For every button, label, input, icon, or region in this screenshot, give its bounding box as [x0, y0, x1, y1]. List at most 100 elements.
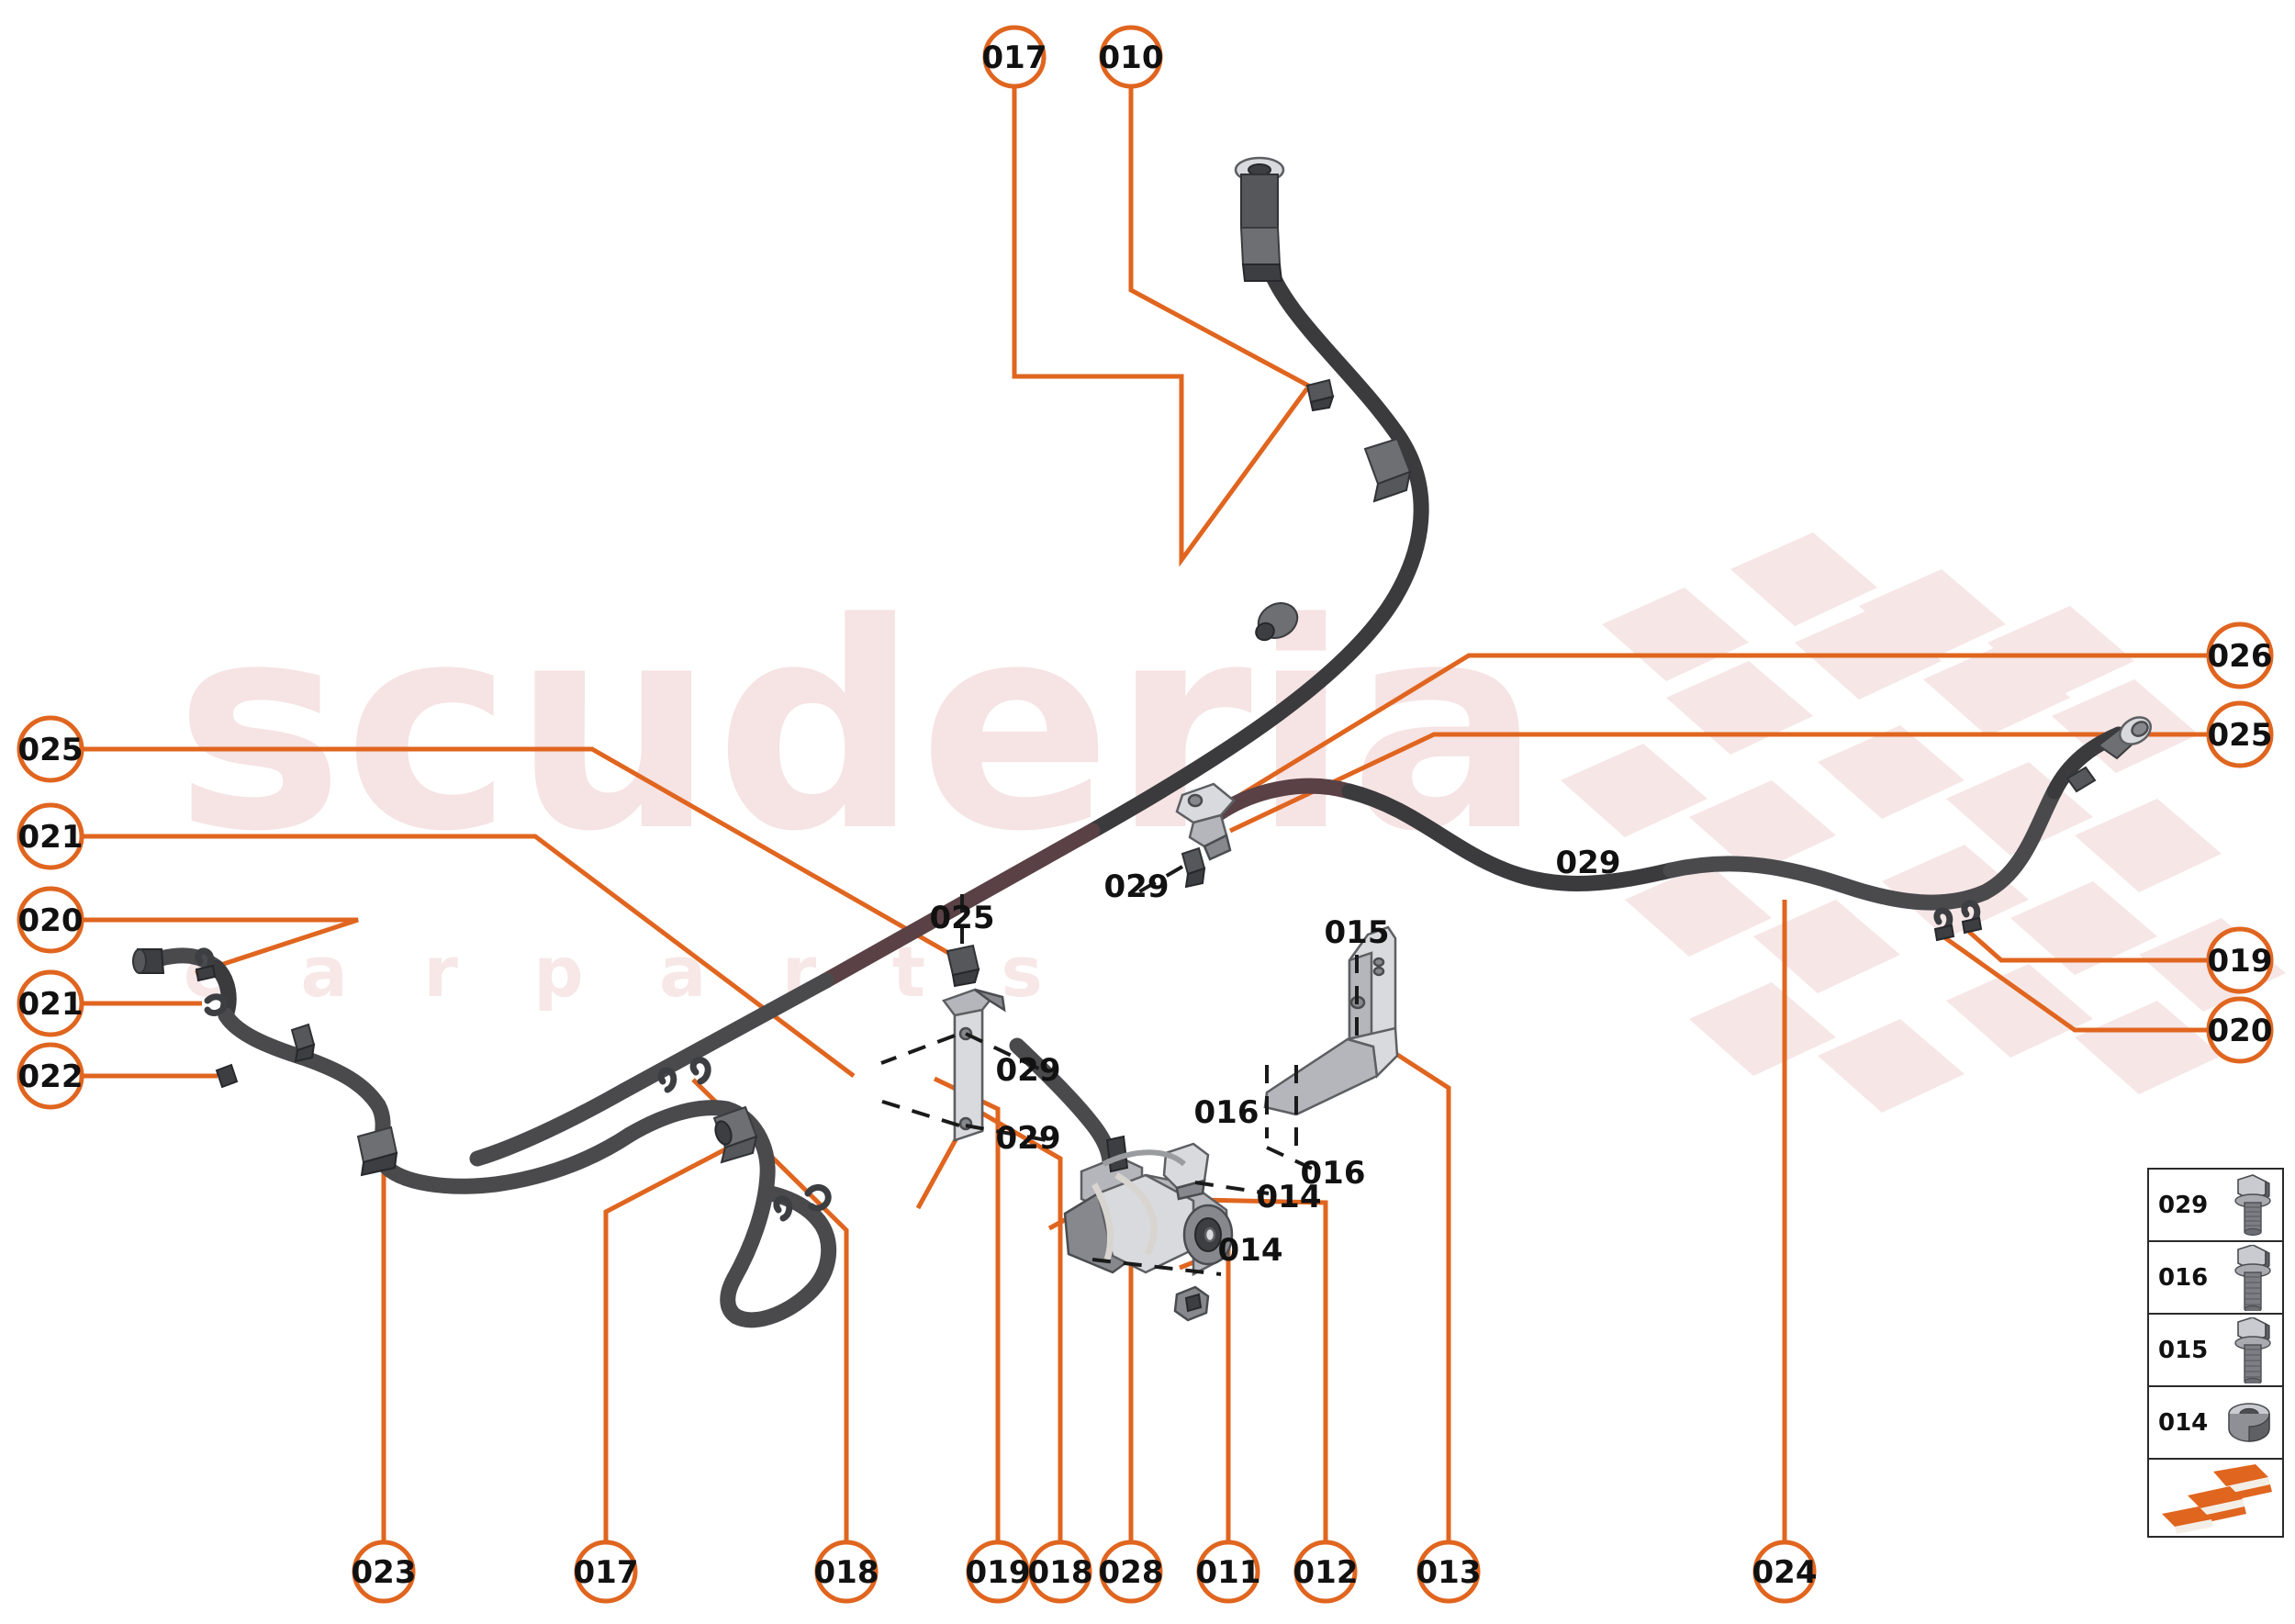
lbl-029-bracket: 029 [1104, 868, 1170, 905]
callout-circle[interactable] [814, 1540, 879, 1604]
hose-left-run-c [375, 1126, 638, 1194]
callout-circle[interactable] [352, 1540, 416, 1604]
callout-label: 024 [1752, 1554, 1818, 1591]
inline-number-labels: 029 029 025 029 029 015 016 016 014 014 [930, 845, 1621, 1269]
bracket-vertical-029 [941, 988, 1006, 1142]
lbl-029-rail-a: 029 [996, 1052, 1061, 1089]
callout-circle[interactable] [17, 802, 84, 870]
callout-label: 021 [18, 819, 84, 856]
flange-bolt-icon [2234, 1244, 2271, 1311]
legend-row[interactable]: 015 [2149, 1315, 2282, 1387]
legend-number: 029 [2158, 1191, 2209, 1219]
clip-021-left-b [204, 993, 228, 1016]
legend-logo-row[interactable] [2149, 1460, 2282, 1538]
callout-024[interactable]: 024 [1752, 1540, 1818, 1604]
leader-021-left-a [83, 834, 856, 1078]
callout-026-right[interactable]: 026 [2206, 622, 2274, 689]
grommet-017-lower [1255, 602, 1299, 642]
clip-018-lower-b [804, 1184, 832, 1212]
callout-021-left-b[interactable]: 021 [17, 969, 84, 1037]
callout-circle[interactable] [1196, 1540, 1260, 1604]
callout-circle[interactable] [17, 1042, 84, 1110]
leader-lines [83, 84, 2207, 1540]
callout-025-right[interactable]: 025 [2206, 700, 2274, 768]
callout-circle[interactable] [2206, 926, 2274, 994]
callout-012[interactable]: 012 [1293, 1540, 1359, 1604]
callout-label: 028 [1099, 1554, 1164, 1591]
fastener-legend: 029 016 [2147, 1168, 2284, 1538]
hose-left-union-023 [356, 1126, 398, 1177]
callout-circle[interactable] [17, 715, 84, 783]
water-pump-assembly [1063, 1135, 1234, 1277]
callout-011[interactable]: 011 [1196, 1540, 1261, 1604]
hose-left-end-cap [132, 948, 165, 974]
dash-016-to-label [1266, 1146, 1323, 1175]
callout-017-bottom[interactable]: 017 [574, 1540, 639, 1604]
dash-029-rail-b2 [965, 1124, 1047, 1142]
callout-circle[interactable] [1752, 1540, 1817, 1604]
callout-circle[interactable] [966, 1540, 1030, 1604]
callout-circle[interactable] [1099, 25, 1163, 89]
hose-loop-b [726, 1167, 776, 1286]
lbl-016-left: 016 [1194, 1094, 1259, 1131]
hose-loop-d [728, 1213, 837, 1328]
callout-circle[interactable] [1416, 1540, 1481, 1604]
clip-018-upper-a [689, 1057, 711, 1085]
legend-row[interactable]: 029 [2149, 1170, 2282, 1242]
callout-label: 011 [1196, 1554, 1261, 1591]
callout-023[interactable]: 023 [352, 1540, 417, 1604]
clip-019-upper [657, 1067, 677, 1093]
callout-label: 021 [18, 986, 84, 1023]
callout-018-b[interactable]: 018 [1028, 1540, 1093, 1604]
callout-020-right[interactable]: 020 [2206, 996, 2274, 1064]
callout-label: 013 [1416, 1554, 1482, 1591]
callout-022-left[interactable]: 022 [17, 1042, 84, 1110]
callout-circle[interactable] [982, 25, 1047, 89]
flange-nut-icon [2228, 1402, 2270, 1442]
clip-020-left [290, 1023, 316, 1063]
leader-020-left [83, 917, 359, 976]
dash-029-rail-a [880, 1034, 956, 1065]
callout-circle[interactable] [1293, 1540, 1358, 1604]
clip-018-lower-a [773, 1195, 793, 1222]
lbl-014-upper: 014 [1257, 1179, 1322, 1215]
callout-label: 019 [966, 1554, 1031, 1591]
leader-012 [1200, 1197, 1328, 1540]
leader-013 [1369, 1035, 1451, 1540]
legend-number: 015 [2158, 1336, 2209, 1364]
callout-circle[interactable] [1028, 1540, 1092, 1604]
callout-018-a[interactable]: 018 [814, 1540, 879, 1604]
scuderia-logo-icon [2161, 1463, 2272, 1534]
callout-circle[interactable] [2206, 622, 2274, 689]
callout-021-left-a[interactable]: 021 [17, 802, 84, 870]
callout-circle[interactable] [1099, 1540, 1163, 1604]
dash-029-rail-a2 [965, 1032, 1047, 1074]
hose-upper-tinted [818, 823, 1101, 989]
callout-020-left[interactable]: 020 [17, 886, 84, 954]
callout-019-bottom[interactable]: 019 [966, 1540, 1031, 1604]
callout-025-left[interactable]: 025 [17, 715, 84, 783]
callout-019-right[interactable]: 019 [2206, 926, 2274, 994]
callout-013[interactable]: 013 [1416, 1540, 1482, 1604]
callout-circle[interactable] [17, 886, 84, 954]
hose-rear-seg-d [1976, 783, 2063, 901]
callout-circle[interactable] [2206, 700, 2274, 768]
callout-circle[interactable] [17, 969, 84, 1037]
legend-row[interactable]: 014 [2149, 1387, 2282, 1460]
grommet-010 [1363, 437, 1412, 503]
callout-028[interactable]: 028 [1099, 1540, 1164, 1604]
callout-label: 018 [814, 1554, 879, 1591]
callout-label: 025 [18, 732, 84, 768]
callout-017-top[interactable]: 017 [982, 25, 1047, 89]
callout-label: 023 [352, 1554, 417, 1591]
callout-010-top[interactable]: 010 [1099, 25, 1164, 89]
checkered-flag-watermark [1561, 532, 2286, 1113]
legend-row[interactable]: 016 [2149, 1242, 2282, 1315]
callout-circle[interactable] [574, 1540, 638, 1604]
callout-circle[interactable] [2206, 996, 2274, 1064]
leader-010-top [1128, 84, 1324, 396]
flange-bolt-icon [2234, 1173, 2271, 1236]
hose-rear-seg-c [1662, 856, 1993, 911]
